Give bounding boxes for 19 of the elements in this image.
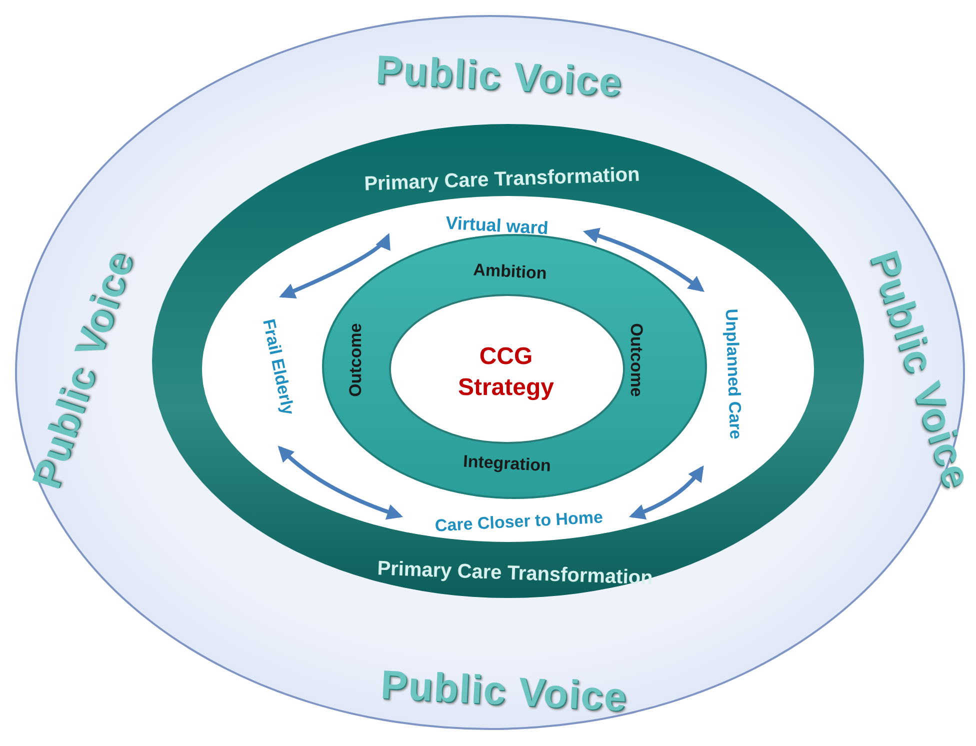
double-arrow [582, 228, 705, 292]
center-label: CCG Strategy [456, 342, 556, 403]
ring-title: Primary Care Transformation [364, 164, 640, 196]
ring-label: Frail Elderly [258, 317, 298, 417]
ring-title: Primary Care Transformation [376, 558, 654, 590]
double-arrow [628, 465, 704, 520]
ring-label: Outcome [626, 323, 646, 397]
double-arrow [279, 233, 390, 298]
ring-label: Unplanned Care [720, 308, 746, 440]
ring-label: Ambition [472, 260, 548, 284]
ring-title: Public Voice [24, 246, 144, 494]
ring-title: Public Voice [860, 246, 976, 494]
ring-title: Public Voice [380, 663, 628, 721]
ring-label: Virtual ward [445, 212, 549, 240]
ring-label: Integration [462, 452, 552, 476]
ring-label: Care Closer to Home [434, 508, 604, 536]
ring-title: Public Voice [374, 48, 624, 106]
double-arrow [278, 446, 404, 520]
ring-label: Outcome [346, 323, 366, 397]
